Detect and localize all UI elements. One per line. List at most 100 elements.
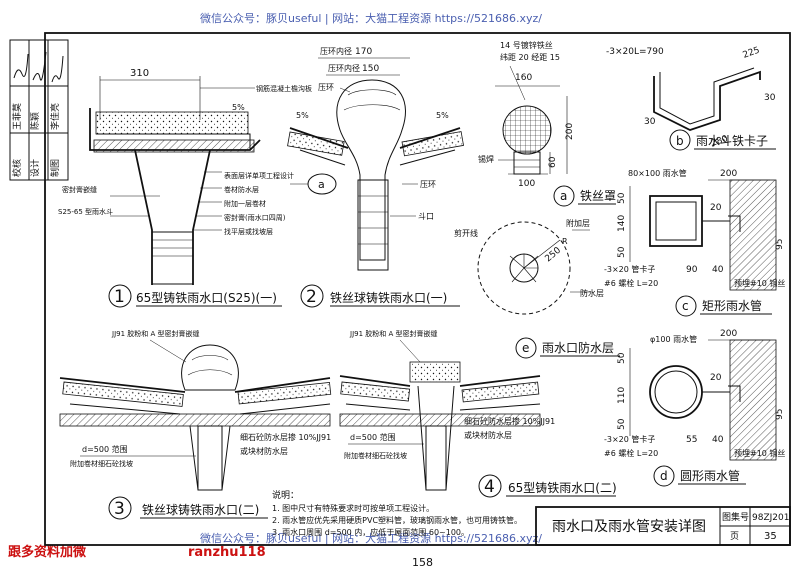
detail4-label-4: 附加卷材细石砼找坡 — [344, 451, 407, 460]
detail2-ref: a — [318, 178, 325, 191]
detailb-dim-3: 30 — [764, 93, 776, 103]
detail-c: 200 80×100 雨水管 50 140 50 20 -3×20 管卡子 #6… — [604, 168, 785, 317]
detaild-label-1: -3×20 管卡子 — [604, 434, 655, 444]
detail4-caption: 65型铸铁雨水口(二) — [508, 480, 617, 495]
detaild-label-0: φ100 雨水管 — [650, 334, 697, 344]
detail2-label-1: 压环 — [420, 180, 436, 189]
detail4-marker — [478, 474, 502, 498]
detail1-label-6: 密封膏(雨水口四周) — [224, 213, 286, 222]
detail2-dim-0: 压环内径 — [320, 46, 352, 56]
detailb-caption: 雨水斗铁卡子 — [696, 134, 768, 148]
signature-name-0: 王菲莫 — [11, 103, 23, 130]
detailc-dim-2: 140 — [617, 215, 627, 232]
detaild-letter: d — [660, 469, 668, 483]
detaild-dim-0: 200 — [720, 329, 737, 339]
detailc-label-2: #6 螺栓 L=20 — [604, 278, 658, 288]
detail-b: -3×20L=790 225 280 30 30 b 雨水斗铁卡子 — [606, 46, 776, 151]
detail1-number: 1 — [114, 287, 125, 307]
detaile-marker — [515, 337, 537, 359]
detail4-label-1: 细石砼防水层掺 10%JJ91 — [464, 416, 555, 426]
detail3-label-2: 或块材防水层 — [240, 446, 288, 456]
detail3-number: 3 — [114, 499, 125, 519]
detailc-letter: c — [682, 299, 689, 313]
detail4-number: 4 — [484, 477, 495, 497]
detaila-label-1: 纬距 20 经距 15 — [500, 52, 560, 62]
signature-scribbles — [13, 51, 64, 83]
detailb-label-0: -3×20L=790 — [606, 47, 664, 57]
detaild-caption: 圆形雨水管 — [680, 468, 740, 483]
detail3-label-1: 细石砼防水层掺 10%JJ91 — [240, 432, 331, 442]
detaila-label-2: 锡焊 — [478, 154, 494, 164]
detaile-label-2: 防水层 — [580, 288, 604, 298]
detailb-marker — [669, 129, 691, 151]
detail4-label-0: JJ91 胶粉和 A 型密封膏嵌缝 — [349, 329, 438, 338]
detailc-label-0: 80×100 雨水管 — [628, 168, 687, 178]
watermark-red-right: ranzhu118 — [188, 545, 266, 560]
title-block-page-label: 页 — [730, 531, 739, 542]
page-number: 158 — [412, 556, 433, 569]
detaila-wire-cage — [502, 105, 552, 155]
detailc-label-3: 预埋#10 铜丝 — [734, 278, 785, 288]
detailc-caption: 矩形雨水管 — [702, 298, 762, 313]
watermark-top: 微信公众号：豚贝useful | 网站：大猫工程资源 https://52168… — [200, 11, 542, 25]
detail2-dim-1: 170 — [355, 47, 372, 57]
watermark-bottom: 微信公众号：豚贝useful | 网站：大猫工程资源 https://52168… — [200, 531, 542, 545]
title-block-atlas-value: 98ZJ201 — [752, 513, 789, 523]
detailc-marker — [675, 295, 697, 317]
detaile-dim-0: 250 — [544, 245, 564, 264]
detail1-label-5: 附加一层卷材 — [224, 199, 266, 208]
detailc-label-1: -3×20 管卡子 — [604, 264, 655, 274]
notes-heading: 说明： — [272, 489, 299, 501]
detaild-dim-2: 110 — [617, 387, 627, 404]
detail-a: 14 号镀锌铁丝 纬距 20 经距 15 160 200 60 100 锡焊 a… — [478, 40, 616, 207]
detail1-label-2: S25-65 型雨水斗 — [58, 207, 113, 216]
detail2-label-2: 斗口 — [418, 212, 434, 221]
detail2-dim-2: 压环内径 — [328, 63, 360, 73]
signature-block: 校核 设计 制图 王菲莫 陈颖 李佳亮 — [9, 39, 69, 181]
detaild-dim-7: 95 — [775, 409, 785, 420]
detailc-dim-0: 200 — [720, 169, 737, 179]
detaile-label-0: 剪开线 — [454, 228, 478, 238]
detail-4: JJ91 胶粉和 A 型密封膏嵌缝 细石砼防水层掺 10%JJ91 或块材防水层… — [339, 329, 617, 498]
detailb-dim-2: 30 — [644, 117, 656, 127]
detaila-marker — [553, 185, 575, 207]
detailc-dim-6: 40 — [712, 265, 724, 275]
detailc-dim-4: 20 — [710, 203, 722, 213]
detail3-label-4: 附加卷材细石砼找坡 — [70, 459, 133, 468]
detaild-dim-1: 50 — [617, 352, 627, 364]
detail1-label-7: 找平层或找坡层 — [224, 227, 273, 236]
detaila-dim-0: 160 — [515, 73, 532, 83]
sheet-border — [44, 32, 791, 546]
detaile-outer-ring — [477, 221, 571, 315]
detailc-dim-3: 50 — [617, 246, 627, 258]
detailb-dim-0: 225 — [742, 46, 762, 61]
detail2-number: 2 — [306, 287, 317, 307]
detaild-dim-4: 20 — [710, 373, 722, 383]
detail4-label-3: d=500 范围 — [350, 432, 396, 442]
detaild-pipe — [649, 365, 703, 419]
detail3-marker — [108, 496, 132, 520]
detail2-marker — [300, 284, 324, 308]
title-block-title: 雨水口及雨水管安装详图 — [552, 519, 706, 535]
detail1-label-3: 表面层详单项工程设计 — [224, 171, 294, 180]
detaild-dim-3: 50 — [617, 418, 627, 430]
detaile-label-1: 附加层 — [566, 218, 590, 228]
detaila-dim-3: 100 — [518, 179, 535, 189]
signature-name-1: 陈颖 — [29, 112, 41, 130]
detailc-dim-1: 50 — [617, 192, 627, 204]
detailb-letter: b — [676, 134, 684, 148]
detaila-dim-1: 200 — [565, 123, 575, 140]
notes-item-0: 1. 图中尺寸有特殊要求时可按单项工程设计。 — [272, 503, 434, 513]
detail1-label-0: 钢筋混凝土檐沟板 — [256, 84, 312, 93]
detaild-dim-6: 40 — [712, 435, 724, 445]
detaild-label-2: #6 螺栓 L=20 — [604, 448, 658, 458]
detail3-caption: 铁丝球铸铁雨水口(二) — [142, 502, 259, 517]
detaila-label-0: 14 号镀锌铁丝 — [500, 40, 553, 50]
detail3-label-3: d=500 范围 — [82, 444, 128, 454]
detaild-marker — [653, 465, 675, 487]
detailc-wall — [729, 179, 777, 291]
detail1-caption: 65型铸铁雨水口(S25)(一) — [136, 290, 277, 305]
detail1-label-4: 卷材防水层 — [224, 185, 259, 194]
detail-3: JJ91 胶粉和 A 型密封膏嵌缝 细石砼防水层掺 10%JJ91 或块材防水层… — [59, 329, 331, 520]
